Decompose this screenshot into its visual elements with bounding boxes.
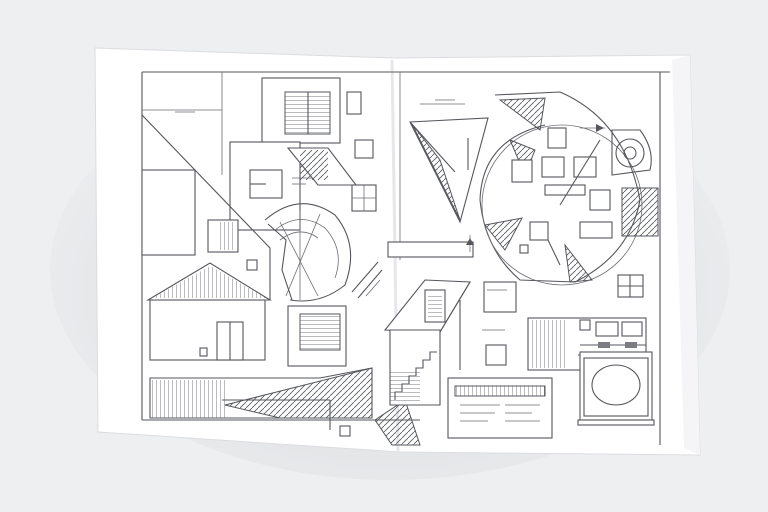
stair-cutaway xyxy=(383,279,471,406)
house-elevation xyxy=(146,262,272,361)
upper-left-plan xyxy=(175,77,377,231)
garage-door-panel xyxy=(287,305,347,367)
right-window xyxy=(617,274,644,298)
ramp-stairs xyxy=(149,367,421,446)
drawing-frame xyxy=(141,71,670,445)
round-table-box xyxy=(577,351,655,426)
triangle-section xyxy=(387,99,489,258)
misc-squares xyxy=(482,281,517,366)
diagonal-walls xyxy=(141,114,271,300)
dome-structure xyxy=(264,203,383,302)
notes-panel xyxy=(447,377,553,439)
paper-curl-right xyxy=(672,55,700,455)
round-detail xyxy=(611,129,659,237)
circular-floor-plan xyxy=(479,91,643,286)
